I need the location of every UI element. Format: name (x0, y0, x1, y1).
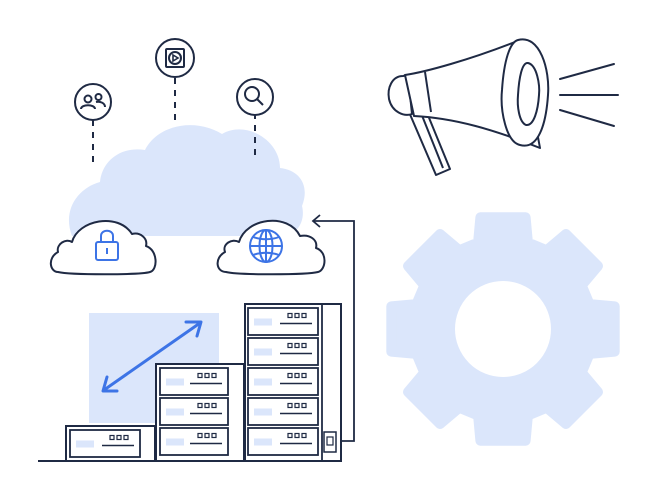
server-led (294, 312, 300, 319)
server-unit-panel (254, 378, 272, 386)
server-led (197, 372, 203, 379)
globe-cloud (216, 219, 326, 276)
server-led (197, 402, 203, 409)
lock-icon (95, 229, 119, 261)
server-unit (159, 427, 229, 456)
cloud-icon (216, 219, 326, 276)
server-led (301, 312, 307, 319)
return-connector (311, 214, 355, 442)
server-led (287, 342, 293, 349)
server-led (294, 372, 300, 379)
server-unit-panel (254, 348, 272, 356)
server-unit-panel (76, 440, 94, 448)
server-led (301, 402, 307, 409)
server-rack-icon (65, 303, 342, 462)
gear-icon (386, 212, 620, 446)
server-unit-panel (166, 438, 184, 446)
server-led (294, 402, 300, 409)
server-unit-panel (166, 378, 184, 386)
server-led (301, 342, 307, 349)
server-unit-panel (254, 318, 272, 326)
server-led (287, 432, 293, 439)
server-led (287, 372, 293, 379)
globe-icon (249, 229, 283, 263)
server-led (123, 434, 129, 441)
server-led (287, 312, 293, 319)
server-led (211, 402, 217, 409)
server-led (109, 434, 115, 441)
sound-lines (559, 63, 619, 127)
cloud-icon (49, 219, 157, 276)
play-icon (155, 38, 195, 78)
search-icon (236, 78, 274, 116)
bidirectional-arrow-icon (101, 320, 203, 393)
server-led (211, 432, 217, 439)
server-led (301, 432, 307, 439)
server-unit-panel (254, 438, 272, 446)
server-unit (69, 429, 141, 458)
server-led (301, 372, 307, 379)
server-unit-panel (254, 408, 272, 416)
users-icon (74, 83, 112, 121)
server-led (197, 432, 203, 439)
server-unit-panel (166, 408, 184, 416)
lock-cloud (49, 219, 157, 276)
server-led (211, 372, 217, 379)
server-led (294, 342, 300, 349)
server-led (204, 402, 210, 409)
server-led (204, 432, 210, 439)
server-led (116, 434, 122, 441)
server-port (323, 431, 337, 453)
server-led (294, 432, 300, 439)
server-led (204, 372, 210, 379)
background-cloud-shape (68, 125, 305, 236)
server-port-inner (326, 436, 334, 446)
megaphone-icon (387, 38, 550, 176)
dashed-connectors (92, 78, 256, 166)
server-led (287, 402, 293, 409)
